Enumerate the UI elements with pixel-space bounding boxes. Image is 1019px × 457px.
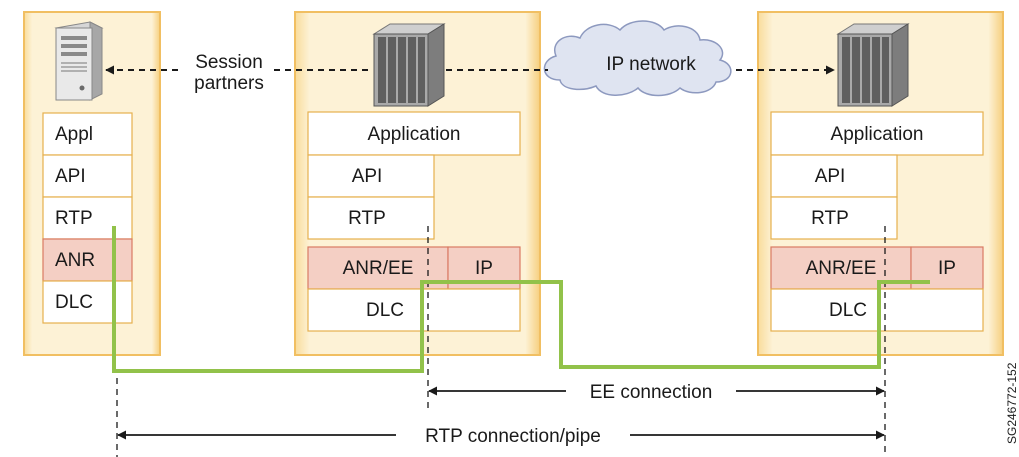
ip-network-label: IP network (606, 54, 696, 75)
rtp-connection: RTP connection/pipe (117, 426, 885, 447)
node-2-layer-rtp (307, 196, 435, 240)
node-3-layer-application (770, 111, 984, 156)
session-partners-link: Session partners (105, 52, 835, 94)
node-1-appl-label: Appl (55, 124, 93, 145)
node-2-layer-dlc (307, 288, 521, 332)
node-3-anr-ee-label: ANR/EE (806, 258, 877, 279)
ee-connection-label: EE connection (590, 382, 713, 403)
node-2-dlc-label: DLC (366, 300, 404, 321)
figure-id: SG246772-152 (1005, 362, 1019, 444)
node-2-api-label: API (352, 166, 383, 187)
session-label-line2: partners (194, 73, 264, 94)
node-3-api-label: API (815, 166, 846, 187)
node-2-application-label: Application (368, 124, 461, 145)
node-3-layer-rtp (770, 196, 898, 240)
node-1-rtp-label: RTP (55, 208, 93, 229)
ee-connection: EE connection (428, 382, 885, 403)
node-3-rtp-label: RTP (811, 208, 849, 229)
pc-tower-icon (54, 21, 104, 101)
node-1-dlc-label: DLC (55, 292, 93, 313)
ip-network-cloud-icon: IP network (543, 20, 732, 97)
guide-lines (116, 226, 886, 457)
node-3-application-label: Application (831, 124, 924, 145)
node-2: Application API RTP ANR/EE IP DLC (294, 11, 541, 356)
node-2-ip-label: IP (475, 258, 493, 279)
node-2-anr-ee-label: ANR/EE (343, 258, 414, 279)
node-1-layer-dlc (42, 280, 133, 324)
server-rack-icon (836, 23, 910, 107)
node-3-ip-label: IP (938, 258, 956, 279)
node-2-rtp-label: RTP (348, 208, 386, 229)
session-label-line1: Session (195, 52, 263, 73)
node-1-api-label: API (55, 166, 86, 187)
node-1: Appl API RTP ANR DLC (23, 11, 161, 356)
node-1-anr-label: ANR (55, 250, 95, 271)
node-3-dlc-label: DLC (829, 300, 867, 321)
node-3: Application API RTP ANR/EE IP DLC (757, 11, 1004, 356)
data-route-line (112, 226, 930, 373)
node-3-layer-api (770, 154, 898, 198)
rtp-connection-label: RTP connection/pipe (425, 426, 601, 447)
server-rack-icon (372, 23, 446, 107)
node-2-layer-api (307, 154, 435, 198)
